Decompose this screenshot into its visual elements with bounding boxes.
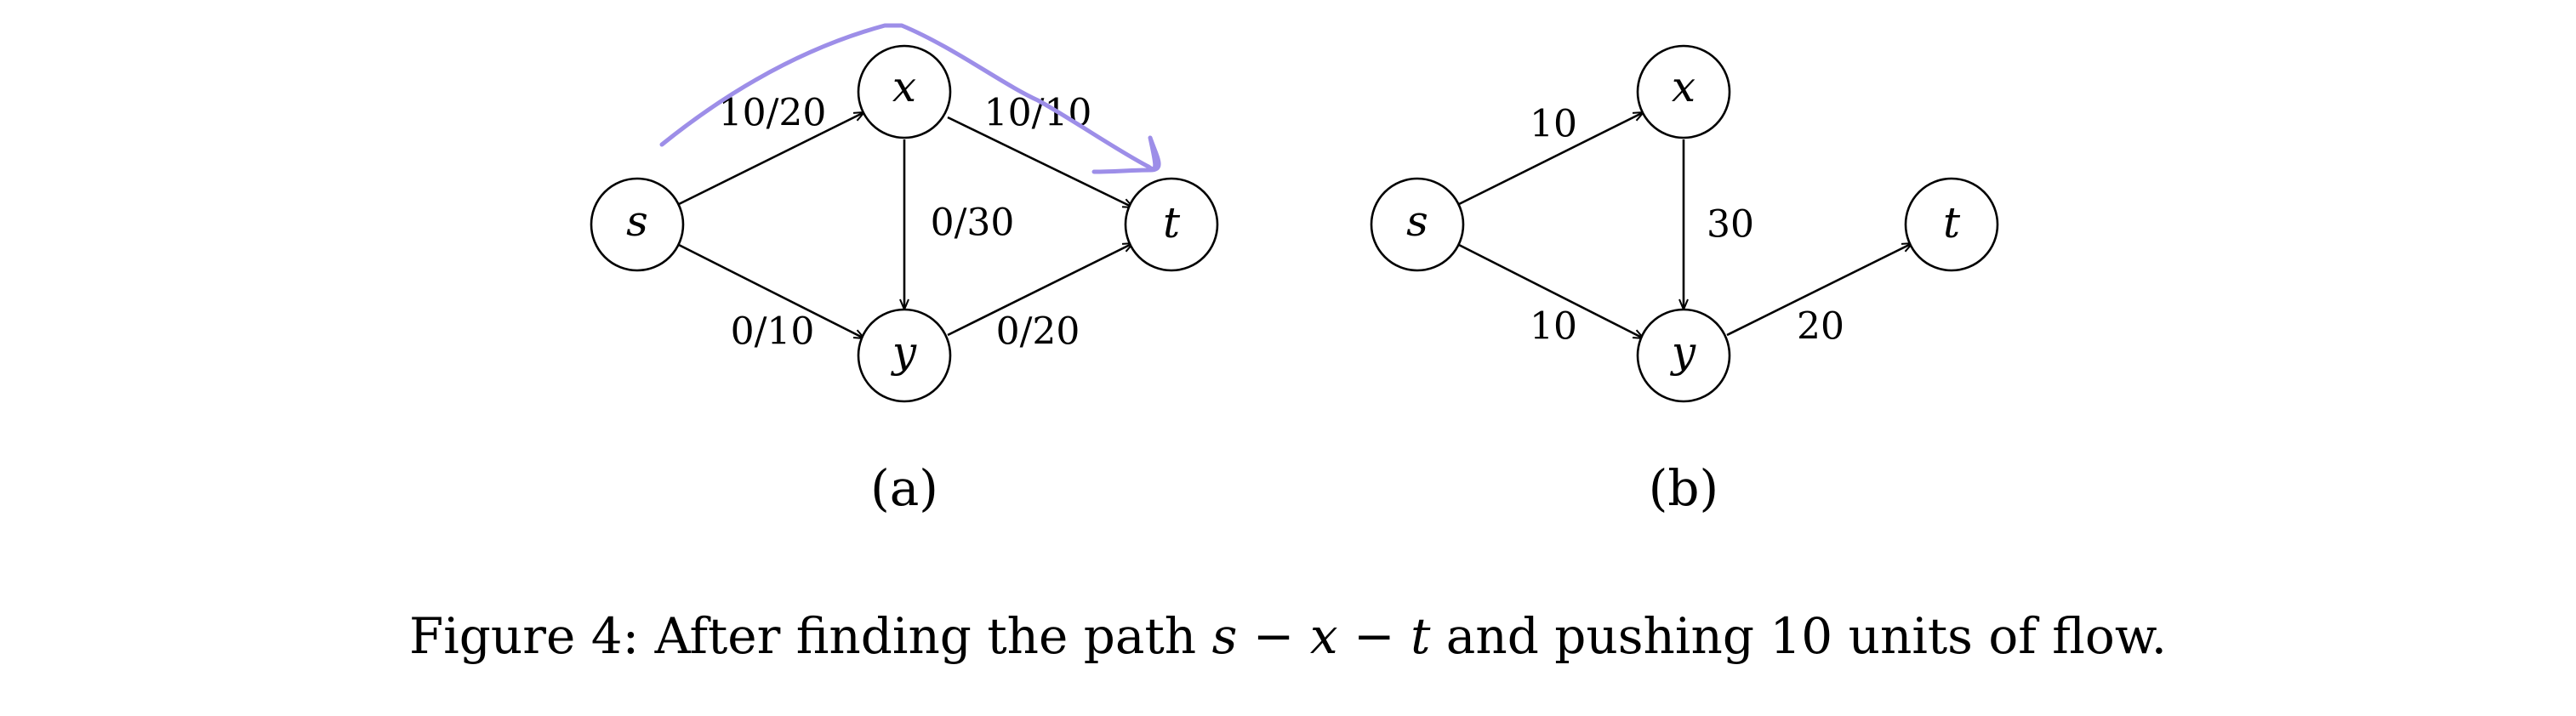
graph-a: s x y t 10/20 10/10 0/30 0/10 0/20 (a) bbox=[590, 23, 1219, 517]
node-label: t bbox=[1943, 198, 1961, 247]
subcaption-b: (b) bbox=[1649, 459, 1718, 517]
edge-b-y-t bbox=[1726, 242, 1912, 337]
edge-label-b-s-x: 10 bbox=[1530, 103, 1577, 146]
figure-caption: Figure 4: After finding the path s − x −… bbox=[409, 607, 2167, 665]
node-b-x: x bbox=[1636, 44, 1731, 139]
edge-label-a-x-y: 0/30 bbox=[931, 202, 1015, 245]
node-a-x: x bbox=[857, 44, 952, 139]
edge-b-s-x bbox=[1458, 111, 1644, 206]
node-label: t bbox=[1163, 198, 1181, 247]
edge-label-a-s-y: 0/10 bbox=[731, 310, 815, 354]
caption-path-x: x bbox=[1310, 607, 1338, 665]
edge-a-y-t bbox=[947, 242, 1133, 337]
graph-b: s x y t 10 30 10 20 (b) bbox=[1370, 44, 1999, 517]
node-b-y: y bbox=[1636, 308, 1731, 403]
edge-a-s-x bbox=[678, 111, 864, 206]
caption-dash-2: − bbox=[1338, 607, 1411, 665]
node-b-t: t bbox=[1904, 177, 1999, 272]
node-label: y bbox=[1670, 327, 1696, 377]
caption-suffix: and pushing 10 units of flow. bbox=[1430, 607, 2167, 665]
node-label: y bbox=[891, 327, 917, 377]
node-label: x bbox=[1672, 62, 1695, 111]
node-a-s: s bbox=[590, 177, 685, 272]
node-label: s bbox=[1406, 196, 1428, 246]
edge-label-a-y-t: 0/20 bbox=[996, 310, 1080, 354]
caption-path-t: t bbox=[1411, 607, 1431, 665]
edge-label-b-s-y: 10 bbox=[1530, 305, 1577, 349]
edge-label-a-s-x: 10/20 bbox=[719, 92, 827, 135]
caption-dash-1: − bbox=[1237, 607, 1309, 665]
subcaption-a: (a) bbox=[870, 459, 938, 517]
edge-label-a-x-t: 10/10 bbox=[984, 92, 1092, 135]
node-b-s: s bbox=[1370, 177, 1465, 272]
caption-prefix: Figure 4: After finding the path bbox=[409, 607, 1212, 665]
node-a-t: t bbox=[1124, 177, 1219, 272]
node-label: s bbox=[626, 196, 648, 246]
edge-label-b-y-t: 20 bbox=[1797, 305, 1844, 349]
edge-a-s-y bbox=[678, 243, 864, 338]
edge-a-x-t bbox=[947, 116, 1133, 209]
caption-path-s: s bbox=[1212, 607, 1238, 665]
node-label: x bbox=[892, 62, 916, 111]
highlighted-path-annotation bbox=[659, 23, 1161, 174]
edge-b-s-y bbox=[1458, 243, 1644, 338]
node-a-y: y bbox=[857, 308, 952, 403]
edge-label-b-x-y: 30 bbox=[1707, 203, 1754, 247]
